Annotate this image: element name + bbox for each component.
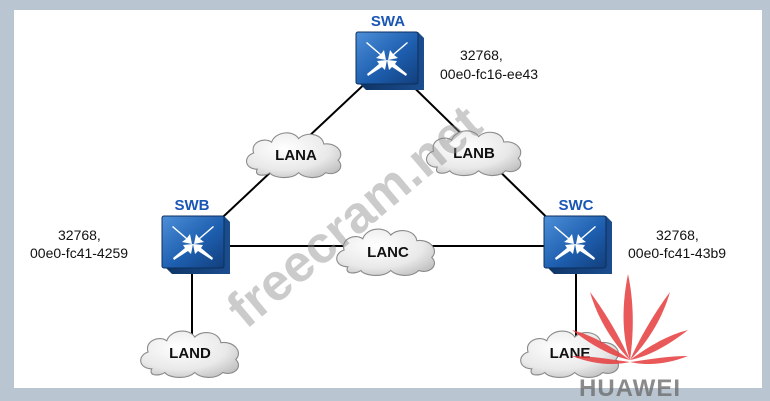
lan-label-lana: LANA [275,147,317,164]
lan-cloud-lanc: LANC [336,228,436,277]
huawei-petals-icon [572,274,688,364]
switch-priority-swc: 32768, [656,227,699,243]
switch-mac-swa: 00e0-fc16-ee43 [440,66,538,82]
lan-cloud-lanb: LANB [425,130,522,177]
huawei-wordmark: HUAWEI [579,375,681,401]
switch-priority-swb: 32768, [58,227,101,243]
switch-icon [355,31,424,90]
lan-label-land: LAND [169,345,211,362]
switch-icon [161,215,230,274]
switch-icon [543,215,612,274]
switch-swa: SWA 32768, 00e0-fc16-ee43 [355,13,538,90]
switch-mac-swb: 00e0-fc41-4259 [30,245,128,261]
switch-swb: SWB 32768, 00e0-fc41-4259 [30,197,230,274]
lan-cloud-lana: LANA [245,132,342,179]
lan-label-lanb: LANB [453,145,495,162]
lan-cloud-land: LAND [140,330,240,379]
switch-label-swb: SWB [175,197,210,214]
switch-label-swc: SWC [559,197,594,214]
switch-priority-swa: 32768, [460,47,503,63]
switch-label-swa: SWA [371,13,405,30]
switch-swc: SWC 32768, 00e0-fc41-43b9 [543,197,726,274]
lan-label-lanc: LANC [367,244,409,261]
switch-mac-swc: 00e0-fc41-43b9 [628,245,726,261]
huawei-logo: HUAWEI [572,274,688,401]
